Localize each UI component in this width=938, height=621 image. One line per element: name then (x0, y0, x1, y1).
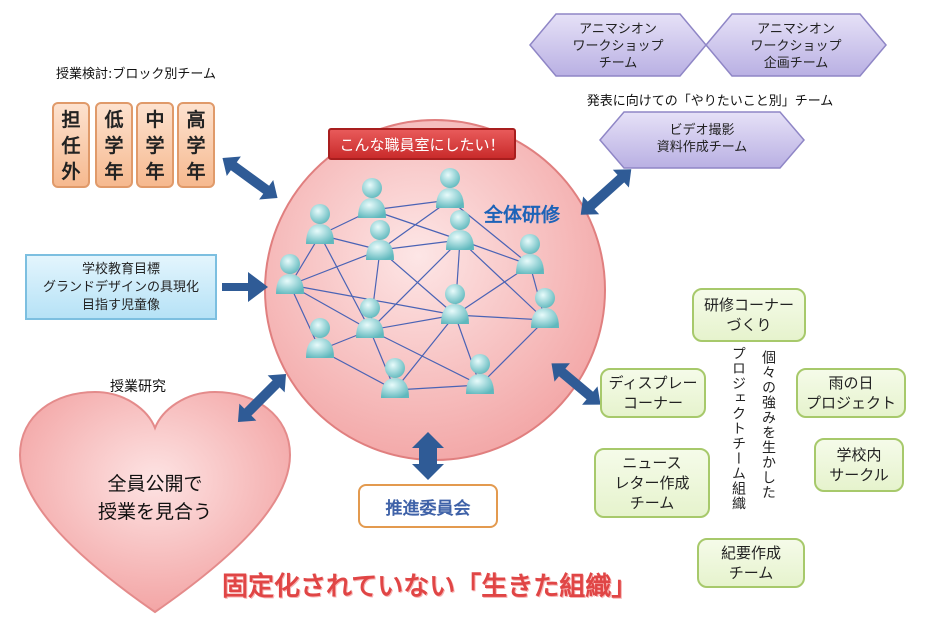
grade-box-middle: 中学年 (136, 102, 174, 188)
grade-box-low: 低学年 (95, 102, 133, 188)
hexagon-animation-plan (705, 13, 887, 77)
project-box-news: ニュース レター作成 チーム (594, 448, 710, 518)
project-box-circle: 学校内 サークル (814, 438, 904, 492)
circle-banner: こんな職員室にしたい！ (328, 128, 516, 160)
people-figures (276, 168, 559, 398)
heart-text: 全員公開で 授業を見合う (97, 473, 212, 523)
grade-box-label: 中学年 (145, 109, 165, 183)
project-box-display: ディスプレー コーナー (600, 368, 706, 418)
hexagon-video-team-label: ビデオ撮影 資料作成チーム (656, 123, 748, 155)
hexagon-animation-plan-label: アニマシオン ワークショップ 企画チーム (750, 22, 842, 71)
circle-title: 全体研修 (484, 204, 561, 226)
grade-box-label: 高学年 (186, 109, 206, 183)
grade-box-tannin-gai: 担任外 (52, 102, 90, 188)
committee-box: 推進委員会 (358, 484, 498, 528)
footer-slogan: 固定化されていない「生きた組織」 (222, 572, 638, 602)
yaritai-team-label: 発表に向けての「やりたいこと別」チーム (586, 94, 834, 109)
hexagon-animation-team-label: アニマシオン ワークショップ チーム (572, 22, 664, 71)
project-vertical-label-1: 個々の強みを生かした (760, 350, 776, 500)
school-goal-box: 学校教育目標 グランドデザインの具現化 目指す児童像 (25, 254, 217, 320)
grade-box-label: 担任外 (61, 109, 81, 183)
double-arrows (222, 156, 632, 480)
heart-shape (18, 390, 292, 614)
project-vertical-label-2: プロジェクトチーム組織 (730, 346, 746, 511)
heart-caption: 授業研究 (110, 379, 166, 395)
grade-box-label: 低学年 (104, 109, 124, 183)
project-box-kenshu: 研修コーナー づくり (692, 288, 806, 342)
block-team-label: 授業検討:ブロック別チーム (56, 67, 216, 82)
project-box-kiyou: 紀要作成 チーム (697, 538, 805, 588)
hexagon-video-team (599, 111, 805, 169)
project-box-rain: 雨の日 プロジェクト (796, 368, 906, 418)
grade-box-high: 高学年 (177, 102, 215, 188)
